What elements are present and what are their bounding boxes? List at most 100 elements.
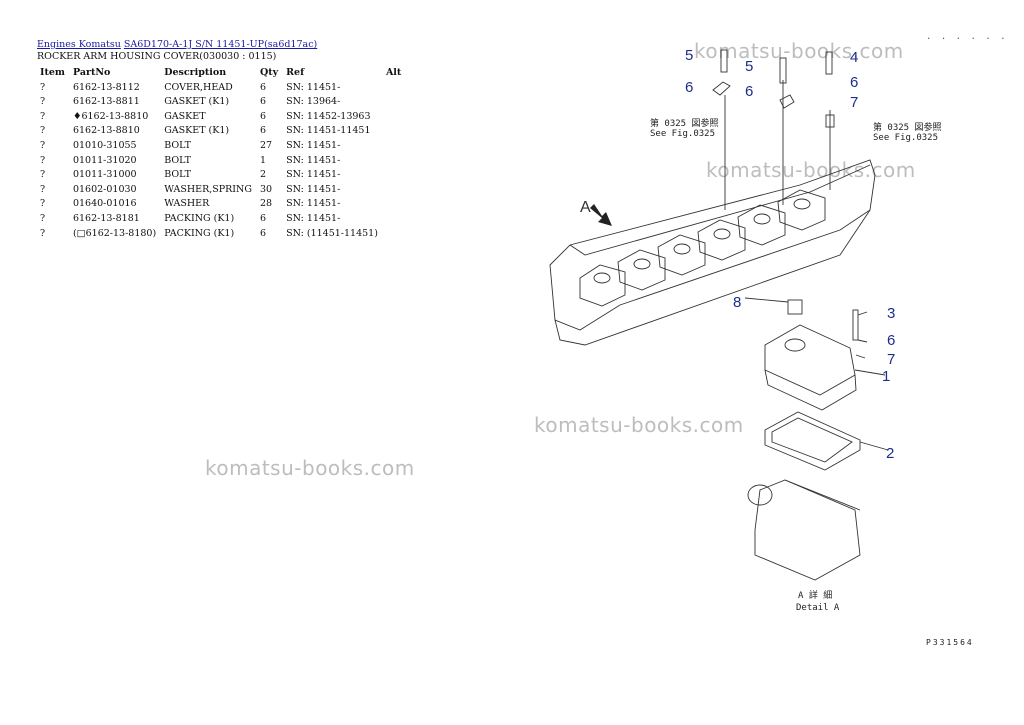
page-title: ROCKER ARM HOUSING COVER(030030 : 0115) [37,51,277,62]
cell-ref: SN: 11451- [286,81,341,93]
cell-alt [382,124,410,139]
callout-6: 6 [887,332,895,349]
cell-item: ? [40,139,46,151]
cell-qty: 28 [259,198,273,210]
cell-alt [382,139,410,154]
cell-item: ? [40,96,46,108]
cell-ref: SN: 11451- [286,169,341,181]
callout-7: 7 [887,351,895,368]
cell-ref: SN: 13964- [286,96,341,108]
cell-ref: SN: 11451- [286,183,341,195]
detail-label-en: Detail A [796,603,840,613]
cell-part: (□6162-13-8180) [72,227,157,239]
cell-desc: WASHER,SPRING [164,183,252,195]
note-right-en: See Fig.0325 [873,133,938,143]
page-header: Engines Komatsu SA6D170-A-1J S/N 11451-U… [37,39,317,63]
detail-gasket [764,411,861,471]
head-covers [579,189,826,307]
cell-part: 01011-31020 [72,154,137,166]
exploded-parts-diagram: 5 6 5 6 4 6 7 8 3 6 7 1 2 A 第 0325 図参照 S… [549,47,942,613]
cell-item: ? [40,198,46,210]
callout-3: 3 [887,305,895,322]
cell-qty: 6 [259,110,267,122]
col-header-item: Item [40,67,65,78]
cell-alt [382,168,410,183]
cell-alt [382,227,410,242]
col-header-qty: Qty [259,67,279,78]
table-row: ? 01011-31000 BOLT 2 SN: 11451- [36,168,410,183]
cell-qty: 6 [259,81,267,93]
cell-alt [382,110,410,125]
cell-item: ? [40,183,46,195]
detail-label-jp: A 詳 細 [798,589,832,601]
watermark: komatsu-books.com [205,456,415,480]
callout-5: 5 [745,58,753,75]
cell-qty: 6 [259,227,267,239]
cell-ref: SN: 11451- [286,154,341,166]
cell-ref: SN: 11451- [286,198,341,210]
cell-item: ? [40,169,46,181]
cell-part: 01602-01030 [72,183,137,195]
watermark: komatsu-books.com [706,158,916,182]
cell-desc: GASKET (K1) [164,125,230,137]
watermark: komatsu-books.com [534,413,744,437]
cell-part: 6162-13-8810 [72,125,140,137]
note-right-jp: 第 0325 図参照 [873,121,942,133]
housing-top-edge [569,164,871,256]
cell-alt [382,212,410,227]
callout-6: 6 [745,83,753,100]
callout-1: 1 [882,368,890,385]
page-number: P331564 [926,638,974,647]
callout-6: 6 [685,79,693,96]
cell-alt [382,183,410,198]
col-header-alt: Alt [385,67,402,78]
detail-base [747,479,861,581]
detail-cover [764,299,859,411]
cell-item: ? [40,81,46,93]
note-left-jp: 第 0325 図参照 [650,117,719,129]
col-header-partno: PartNo [72,67,111,78]
cell-part: 6162-13-8181 [72,212,140,224]
cell-part: 01010-31055 [72,139,137,151]
cell-qty: 6 [259,212,267,224]
breadcrumb-link-engines[interactable]: Engines Komatsu [37,39,121,50]
cell-ref: SN: 11452-13963 [286,110,371,122]
callout-7: 7 [850,94,858,111]
cell-part: 01640-01016 [72,198,137,210]
cell-item: ? [40,125,46,137]
cover-caps [593,198,811,284]
cell-alt [382,197,410,212]
cell-desc: PACKING (K1) [164,227,235,239]
parts-table: Item PartNo Description Qty Ref Alt ?616… [36,66,410,241]
cell-qty: 1 [259,154,267,166]
cell-alt [382,81,410,96]
cell-item: ? [40,212,46,224]
cell-ref: SN: 11451- [286,212,341,224]
cell-ref: SN: (11451-11451) [286,227,378,239]
cell-ref: SN: 11451- [286,139,341,151]
cell-desc: BOLT [164,154,192,166]
cell-alt [382,95,410,110]
callout-4: 4 [850,49,858,66]
view-a-arrow [590,204,612,226]
table-row: ? 01640-01016 WASHER 28 SN: 11451- [36,197,410,212]
cell-qty: 27 [259,139,273,151]
cell-part: 01011-31000 [72,169,137,181]
cell-desc: BOLT [164,169,192,181]
breadcrumb-link-model[interactable]: SA6D170-A-1J S/N 11451-UP(sa6d17ac) [123,39,318,50]
cell-part: 6162-13-8811 [72,96,140,108]
col-header-description: Description [164,67,227,78]
cell-qty: 2 [259,169,267,181]
top-bolts [712,49,835,128]
watermark: komatsu-books.com [694,39,904,63]
table-header-row: Item PartNo Description Qty Ref Alt [36,66,410,81]
cell-desc: WASHER [164,198,210,210]
